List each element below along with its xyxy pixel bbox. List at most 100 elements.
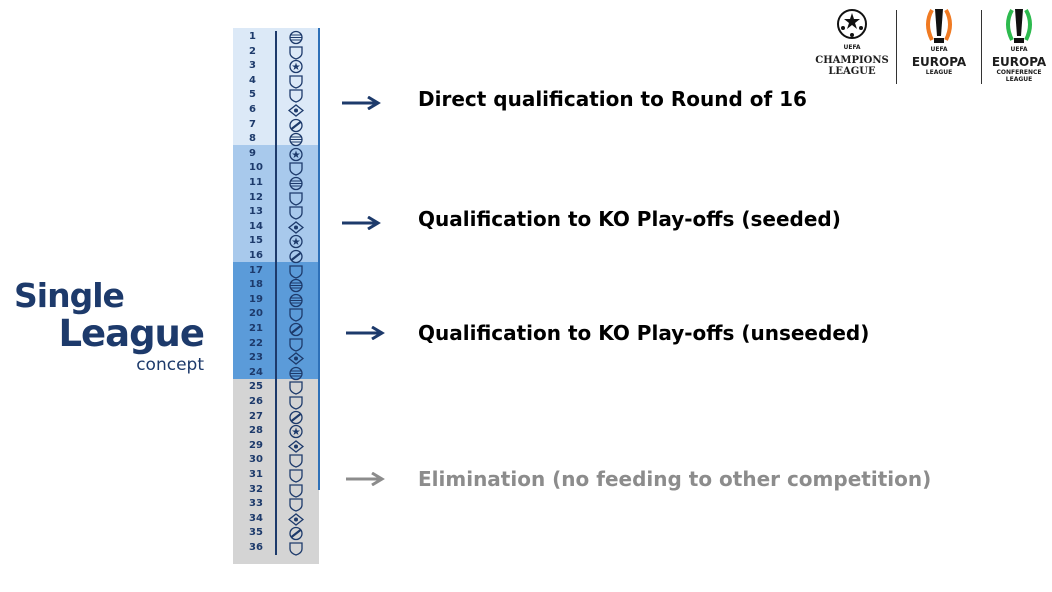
club-crest-shield-icon bbox=[288, 541, 304, 556]
conference-league-logo: UEFA EUROPA CONFERENCE LEAGUE bbox=[986, 6, 1052, 88]
table-rank: 35 bbox=[249, 527, 263, 539]
club-crest-shield-icon bbox=[288, 453, 304, 469]
table-rank: 27 bbox=[249, 410, 263, 422]
table-rank: 17 bbox=[249, 264, 263, 276]
competition-logos: UEFA CHAMPIONS LEAGUE UEFA EUROPA LEAGUE… bbox=[815, 6, 1052, 88]
club-crest-striped-icon bbox=[288, 293, 304, 308]
uel-wordmark-line1: EUROPA bbox=[911, 55, 967, 69]
table-rank: 23 bbox=[249, 352, 263, 364]
club-crest-shield-icon bbox=[288, 88, 304, 104]
title-line-concept: concept bbox=[136, 355, 204, 375]
table-rank: 22 bbox=[249, 337, 263, 349]
starball-icon bbox=[837, 9, 867, 39]
table-rank: 21 bbox=[249, 323, 263, 334]
club-crest-star-icon bbox=[288, 147, 304, 162]
club-crest-ball-icon bbox=[288, 322, 304, 337]
table-rank: 36 bbox=[249, 542, 263, 553]
table-rank: 32 bbox=[249, 483, 263, 495]
table-rank: 20 bbox=[249, 308, 263, 320]
title-block: Single League concept bbox=[12, 276, 205, 376]
logo-separator bbox=[981, 10, 982, 84]
table-rank: 11 bbox=[249, 177, 263, 188]
club-crest-eye-icon bbox=[288, 103, 304, 118]
club-crest-shield-icon bbox=[288, 483, 304, 498]
club-crest-star-icon bbox=[288, 234, 304, 249]
club-crest-striped-icon bbox=[288, 366, 304, 381]
table-divider bbox=[275, 31, 277, 555]
club-crest-shield-icon bbox=[288, 337, 304, 352]
outcome-label-playoffs-unseeded: Qualification to KO Play-offs (unseeded) bbox=[418, 321, 870, 345]
club-crest-shield-icon bbox=[288, 205, 304, 220]
table-rank: 10 bbox=[249, 162, 263, 174]
table-rank: 19 bbox=[249, 293, 263, 305]
table-rank: 33 bbox=[249, 498, 263, 510]
ucl-wordmark-line1: CHAMPIONS bbox=[815, 55, 889, 66]
uefa-wordmark: UEFA bbox=[843, 44, 861, 51]
club-crest-shield-icon bbox=[288, 307, 304, 323]
table-rank: 18 bbox=[249, 279, 263, 291]
arrow-right-icon bbox=[342, 96, 381, 110]
table-rank: 7 bbox=[249, 118, 256, 130]
club-crest-shield-icon bbox=[288, 191, 304, 206]
club-crest-eye-icon bbox=[288, 512, 304, 527]
club-crest-ball-icon bbox=[288, 118, 304, 133]
club-crest-striped-icon bbox=[288, 30, 304, 45]
table-rank: 31 bbox=[249, 469, 263, 480]
club-crest-star-icon bbox=[288, 59, 304, 74]
table-rank: 8 bbox=[249, 133, 256, 145]
conference-trophy-icon bbox=[1006, 9, 1032, 43]
uecl-wordmark-line2: CONFERENCE bbox=[996, 69, 1042, 76]
club-crest-shield-icon bbox=[288, 395, 304, 410]
club-crest-shield-icon bbox=[288, 264, 304, 279]
table-rank: 30 bbox=[249, 454, 263, 466]
ucl-wordmark-line2: LEAGUE bbox=[828, 66, 876, 77]
uefa-wordmark: UEFA bbox=[1010, 46, 1028, 53]
club-crest-star-icon bbox=[288, 424, 304, 439]
table-rank: 9 bbox=[249, 147, 256, 159]
club-crest-striped-icon bbox=[288, 132, 304, 147]
title-line-league: League bbox=[58, 312, 205, 355]
outcome-label-round-of-16: Direct qualification to Round of 16 bbox=[418, 87, 807, 111]
table-rank: 25 bbox=[249, 381, 263, 393]
table-edge bbox=[318, 28, 320, 490]
club-crest-ball-icon bbox=[288, 526, 304, 541]
europa-trophy-icon bbox=[926, 9, 952, 43]
club-crest-eye-icon bbox=[288, 351, 304, 366]
club-crest-striped-icon bbox=[288, 176, 304, 191]
table-rank: 5 bbox=[249, 89, 256, 101]
title-line-single: Single bbox=[14, 276, 125, 315]
logo-separator bbox=[896, 10, 897, 84]
uel-wordmark-line2: LEAGUE bbox=[925, 69, 953, 76]
club-crest-shield-icon bbox=[288, 161, 304, 177]
table-rank: 2 bbox=[249, 45, 256, 57]
table-rank: 14 bbox=[249, 220, 263, 232]
club-crest-shield-icon bbox=[288, 380, 304, 396]
club-crest-shield-icon bbox=[288, 468, 304, 483]
club-crest-eye-icon bbox=[288, 220, 304, 235]
uecl-wordmark-line1: EUROPA bbox=[991, 55, 1047, 69]
club-crest-shield-icon bbox=[288, 74, 304, 89]
table-rank: 12 bbox=[249, 191, 263, 203]
europa-league-logo: UEFA EUROPA LEAGUE bbox=[903, 6, 975, 88]
arrow-right-icon bbox=[342, 216, 381, 230]
table-rank: 15 bbox=[249, 235, 263, 247]
outcome-label-elimination: Elimination (no feeding to other competi… bbox=[418, 467, 932, 491]
table-rank: 28 bbox=[249, 425, 263, 437]
table-rank: 4 bbox=[249, 74, 256, 86]
club-crest-ball-icon bbox=[288, 410, 304, 425]
club-crest-eye-icon bbox=[288, 439, 304, 454]
uecl-wordmark-line3: LEAGUE bbox=[1005, 76, 1033, 83]
outcome-label-playoffs-seeded: Qualification to KO Play-offs (seeded) bbox=[418, 207, 841, 231]
table-rank: 29 bbox=[249, 439, 263, 451]
table-rank: 24 bbox=[249, 366, 263, 378]
table-rank: 13 bbox=[249, 206, 263, 218]
club-crest-ball-icon bbox=[288, 249, 304, 264]
table-rank: 34 bbox=[249, 512, 263, 524]
arrow-right-icon bbox=[346, 326, 385, 340]
uefa-wordmark: UEFA bbox=[930, 46, 948, 53]
table-rank: 16 bbox=[249, 250, 263, 261]
table-rank: 6 bbox=[249, 104, 256, 115]
arrow-right-icon bbox=[346, 472, 385, 486]
club-crest-shield-icon bbox=[288, 497, 304, 512]
